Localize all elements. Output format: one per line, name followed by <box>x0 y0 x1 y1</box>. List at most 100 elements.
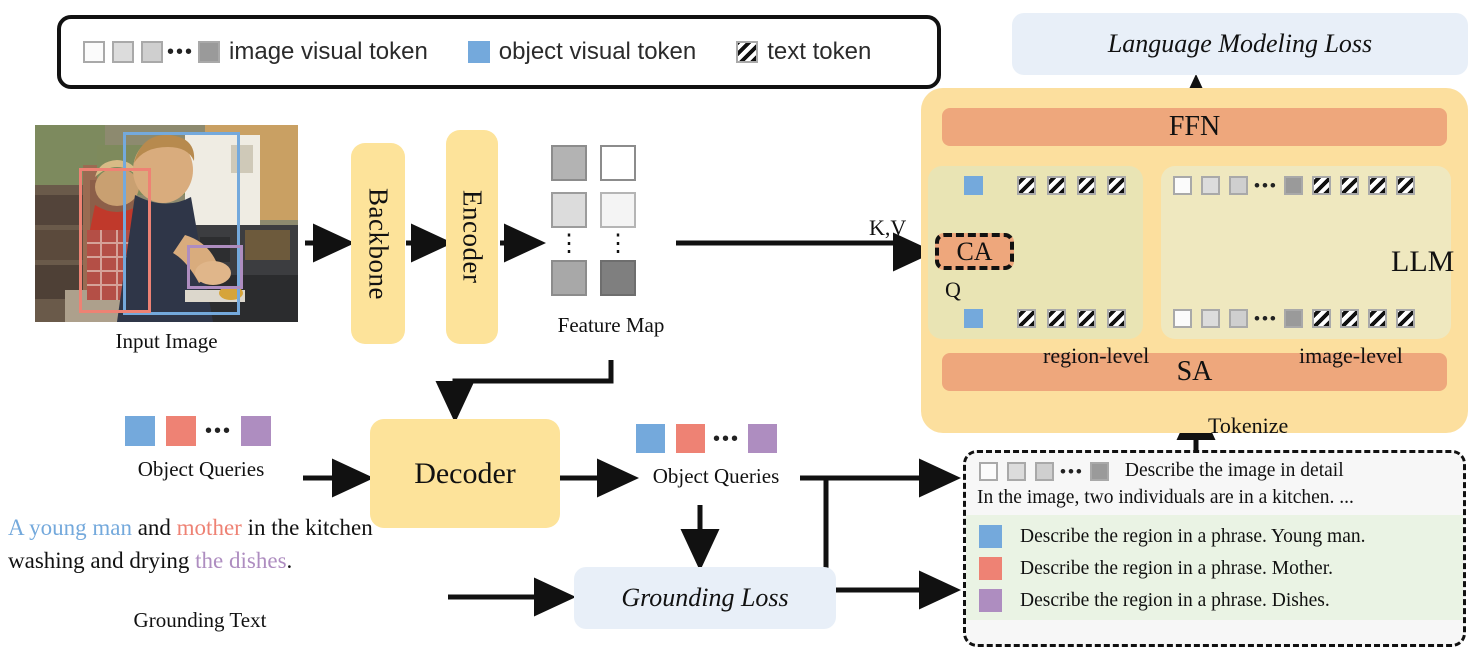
feature-map: ⋮ ⋮ <box>551 145 671 296</box>
sa-bar: SA <box>942 353 1447 391</box>
input-image <box>35 125 298 322</box>
region-text-token-top-2 <box>1047 176 1066 195</box>
feature-map-cell-r1c2 <box>600 145 636 181</box>
legend-image-visual-token: ••• image visual token <box>83 38 428 66</box>
decoder-block: Decoder <box>370 419 560 528</box>
feature-map-cell-r1c1 <box>551 145 587 181</box>
image-text-token-top-4 <box>1395 176 1415 195</box>
ellipsis-icon: ••• <box>205 420 233 442</box>
region-text-token-bottom-1 <box>1017 309 1036 328</box>
region-text-token-top-4 <box>1107 176 1126 195</box>
bbox-dishes <box>187 245 243 289</box>
prompt-image-token-2 <box>1007 461 1026 481</box>
image-text-token-bottom-1 <box>1311 309 1331 328</box>
grounding-loss-box: Grounding Loss <box>574 567 836 629</box>
legend-label-object-token: object visual token <box>498 38 697 65</box>
prompt-image-response: In the image, two individuals are in a k… <box>966 487 1463 509</box>
grounding-text-dishes: the dishes <box>195 547 287 573</box>
grounding-text-middle: in the kitchen washing and drying <box>8 515 373 573</box>
legend-object-visual-token: object visual token <box>467 38 697 66</box>
object-token-swatch <box>467 41 490 63</box>
ffn-label: FFN <box>1168 111 1221 142</box>
feature-map-cell-r3c1 <box>551 260 587 296</box>
feature-map-cell-r2c1 <box>551 192 587 228</box>
input-image-caption: Input Image <box>115 329 218 353</box>
image-text-token-bottom-4 <box>1395 309 1415 328</box>
language-modeling-loss-box: Language Modeling Loss <box>1012 13 1468 75</box>
legend-label-image-token: image visual token <box>229 38 428 65</box>
grounding-text-period: . <box>286 547 293 573</box>
feature-map-vdots-1: ⋮ <box>557 231 581 257</box>
prompt-region-swatch-red <box>979 557 1002 580</box>
image-text-token-bottom-3 <box>1367 309 1387 328</box>
prompt-image-response-text: In the image, two individuals are in a k… <box>977 487 1354 508</box>
region-text-token-top-3 <box>1077 176 1096 195</box>
llm-title: LLM <box>1391 245 1455 278</box>
region-text-token-bottom-3 <box>1077 309 1096 328</box>
input-image-photo <box>35 125 298 322</box>
grounding-text-mother: mother <box>176 515 242 540</box>
grounding-text-and: and <box>131 515 177 540</box>
feature-map-cell-r3c2 <box>600 260 636 296</box>
cross-attention-block: CA <box>935 233 1014 270</box>
prompt-region-section: Describe the region in a phrase. Young m… <box>966 515 1463 620</box>
object-query-out-swatch-red <box>676 424 705 453</box>
image-level-label: image-level <box>1299 343 1403 368</box>
object-queries-left-caption: Object Queries <box>137 457 265 481</box>
prompt-image-instruction: Describe the image in detail <box>1124 460 1344 481</box>
object-query-out-swatch-blue <box>636 424 665 453</box>
bbox-young-man <box>123 132 240 315</box>
region-text-token-bottom-2 <box>1047 309 1066 328</box>
backbone-label: Backbone <box>363 187 394 300</box>
kv-label: K,V <box>869 215 907 240</box>
encoder-label: Encoder <box>457 190 488 284</box>
prompt-panel: ••• Describe the image in detail In the … <box>963 450 1466 647</box>
object-query-swatch-blue <box>125 416 155 446</box>
image-token-swatch-2 <box>112 41 134 63</box>
prompt-image-token-1 <box>979 461 998 481</box>
legend-label-text-token: text token <box>767 38 872 65</box>
region-level-label: region-level <box>1043 343 1150 368</box>
image-token-top-4 <box>1283 176 1303 195</box>
ca-label: CA <box>956 236 993 266</box>
object-queries-left: ••• <box>125 416 272 446</box>
image-text-token-top-1 <box>1311 176 1331 195</box>
object-query-out-swatch-purple <box>748 424 778 453</box>
bbox-mother <box>79 168 151 313</box>
image-token-bottom-4 <box>1283 309 1303 328</box>
grounding-text-caption: Grounding Text <box>133 608 267 632</box>
image-token-swatch-1 <box>83 41 105 63</box>
image-token-top-1 <box>1173 176 1192 195</box>
object-queries-right-caption: Object Queries <box>652 464 780 488</box>
object-query-swatch-purple <box>241 416 272 446</box>
prompt-region-text: Describe the region in a phrase. Mother. <box>1020 557 1333 579</box>
sa-label: SA <box>1176 356 1213 387</box>
image-token-swatch-3 <box>141 41 163 63</box>
image-text-token-top-3 <box>1367 176 1387 195</box>
language-modeling-loss-label: Language Modeling Loss <box>1107 29 1373 58</box>
ellipsis-icon: ••• <box>167 41 195 63</box>
image-token-bottom-3 <box>1229 309 1248 328</box>
prompt-region-text: Describe the region in a phrase. Dishes. <box>1020 589 1330 611</box>
ellipsis-icon: ••• <box>1254 176 1278 195</box>
region-text-token-top-1 <box>1017 176 1036 195</box>
tokenize-label: Tokenize <box>1208 413 1289 438</box>
image-token-swatch-4 <box>198 41 221 63</box>
q-label: Q <box>945 277 961 302</box>
ellipsis-icon: ••• <box>1254 309 1278 328</box>
feature-map-cell-r2c2 <box>600 192 636 228</box>
image-token-bottom-2 <box>1201 309 1220 328</box>
grounding-text-young-man: A young man <box>8 515 132 540</box>
encoder-block: Encoder <box>446 130 498 344</box>
decoder-label: Decoder <box>414 456 516 490</box>
grounding-text: A young man and mother in the kitchen wa… <box>8 512 438 577</box>
image-bottom-token-row: ••• <box>1173 309 1415 328</box>
prompt-region-row: Describe the region in a phrase. Young m… <box>966 525 1463 548</box>
prompt-region-swatch-blue <box>979 525 1002 548</box>
feature-map-caption: Feature Map <box>557 313 665 337</box>
object-query-swatch-red <box>166 416 196 446</box>
region-object-token-top <box>964 176 983 195</box>
image-token-bottom-1 <box>1173 309 1192 328</box>
text-token-swatch <box>736 41 759 63</box>
image-token-top-3 <box>1229 176 1248 195</box>
